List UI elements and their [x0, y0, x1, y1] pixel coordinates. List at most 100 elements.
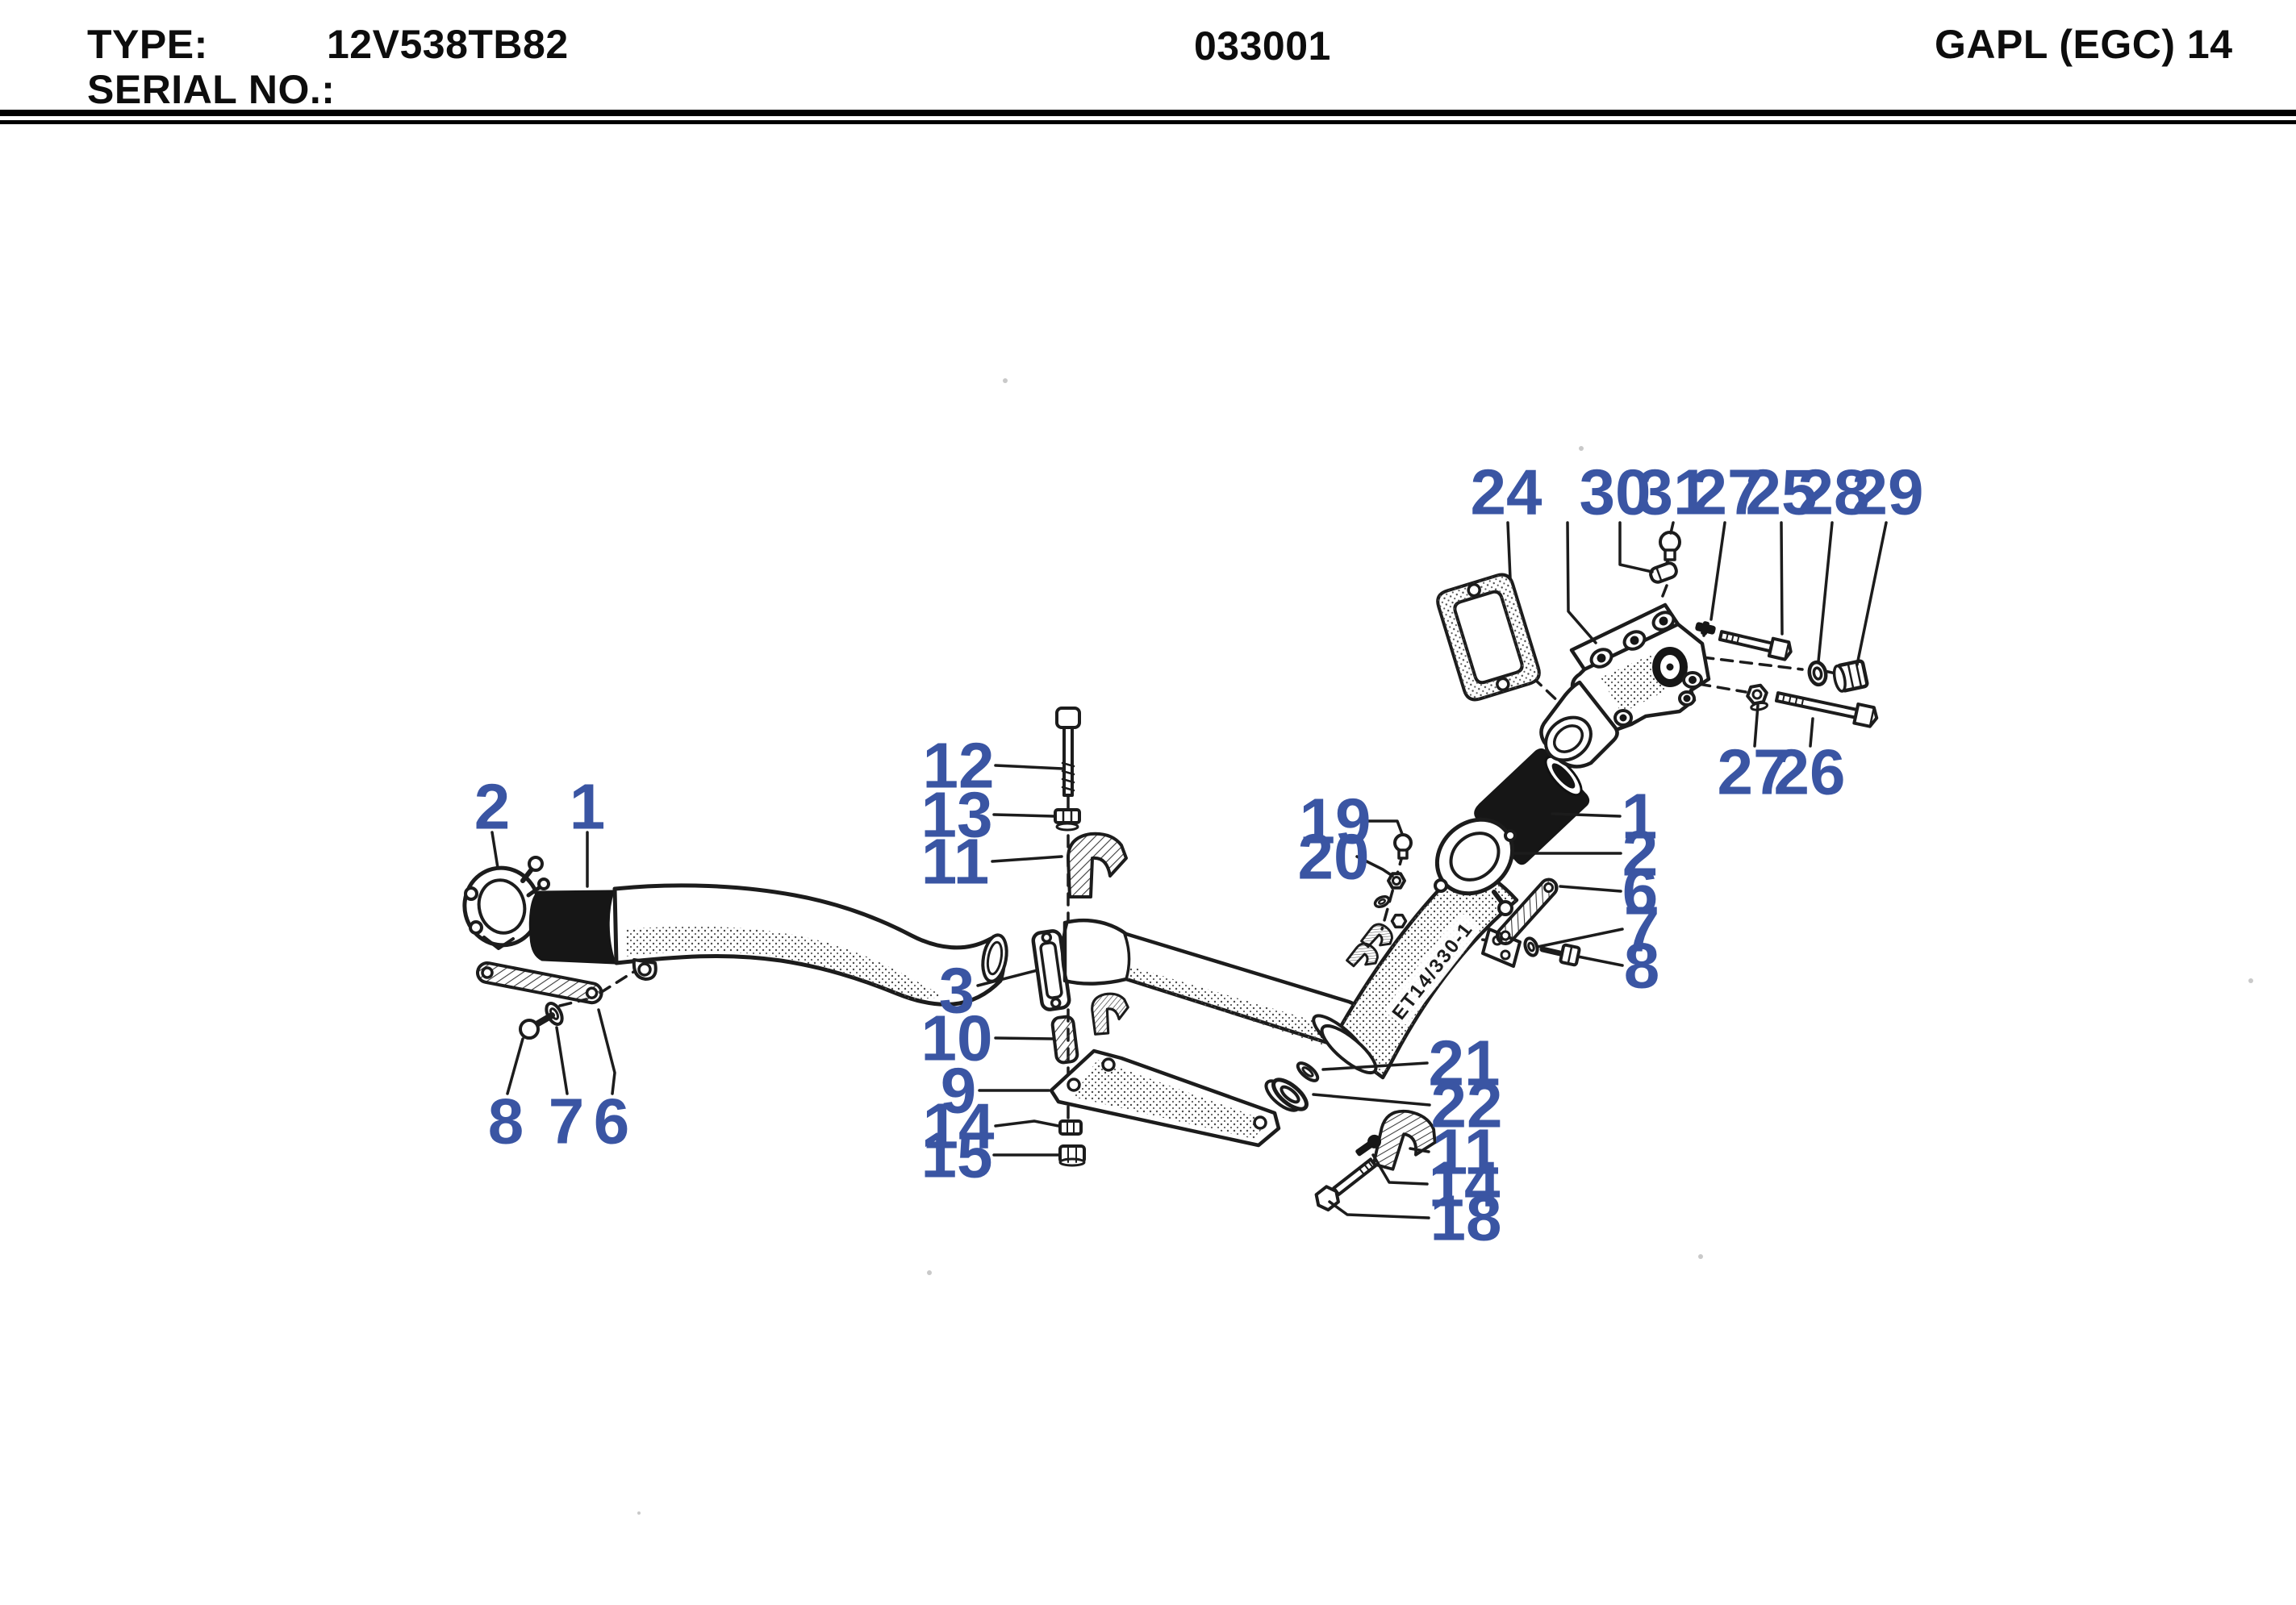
- callout-leader-3: [976, 969, 1039, 987]
- callout-label-9: 9: [941, 1055, 977, 1127]
- clamp-saddle-11-upper: [1067, 832, 1128, 898]
- callout-label-11: 11: [1432, 1116, 1501, 1188]
- callout-leader-21: [1321, 1061, 1429, 1071]
- callout-label-8: 8: [488, 1086, 524, 1157]
- callout-label-8: 8: [1624, 930, 1660, 1002]
- callout-label-1: 1: [570, 771, 606, 843]
- callout-label-10: 10: [921, 1003, 993, 1074]
- section-code: GAPL (EGC) 14: [1935, 22, 2233, 67]
- washer-28: [1807, 660, 1828, 687]
- serial-label: SERIAL NO.:: [87, 67, 336, 112]
- callout-label-30: 30: [1580, 456, 1651, 528]
- clamp-10: [1050, 1015, 1079, 1065]
- callout-leader-1: [1551, 812, 1622, 818]
- callout-label-25: 25: [1746, 456, 1818, 528]
- callout-leader-27: [1753, 703, 1760, 748]
- plug-31: [1659, 531, 1681, 561]
- nut-15: [1058, 1144, 1086, 1167]
- callout-leader-27: [1709, 521, 1726, 621]
- callout-leader-19: [1357, 819, 1404, 836]
- callout-leader-10: [994, 1036, 1054, 1040]
- callout-leader-6: [597, 1008, 616, 1095]
- v-clamp-right: [1434, 817, 1517, 916]
- bolt-8-right: [1539, 943, 1581, 967]
- sealing-ring-22: [1264, 1078, 1309, 1112]
- callout-label-11: 11: [921, 826, 990, 898]
- callout-label-27: 27: [1718, 736, 1789, 808]
- page-code: 033001: [1194, 23, 1331, 69]
- callout-label-22: 22: [1431, 1069, 1503, 1141]
- callout-leader-11: [1409, 1147, 1430, 1153]
- brace-strap-left: [476, 961, 603, 1005]
- callout-label-6: 6: [594, 1086, 630, 1157]
- callout-label-19: 19: [1300, 786, 1371, 857]
- callout-leader-6: [1559, 885, 1622, 893]
- hex-plug-29: [1832, 659, 1869, 693]
- bracket-9: [1049, 1048, 1281, 1148]
- callout-leader-14: [994, 1119, 1060, 1128]
- callout-leader-8: [506, 1037, 524, 1095]
- callout-leader-13: [992, 813, 1055, 818]
- brace-strap-right: [1496, 878, 1559, 945]
- callout-leader-18: [1328, 1200, 1430, 1219]
- leader-line-casting: [1566, 521, 1597, 644]
- washer-20-below: [1373, 894, 1391, 909]
- clamp-tbolt-icon: [528, 856, 544, 872]
- bush-30: [1649, 561, 1678, 584]
- v-clamp-left: [462, 856, 550, 950]
- elbow-casting: [1539, 521, 1711, 769]
- nut-small-2: [1390, 913, 1408, 929]
- gasket-24: [1436, 573, 1541, 702]
- callout-label-3: 3: [939, 955, 975, 1027]
- type-label: TYPE:: [87, 22, 208, 67]
- callout-label-6: 6: [1622, 856, 1659, 928]
- callout-label-31: 31: [1638, 456, 1709, 528]
- nut-13: [1054, 808, 1081, 832]
- callout-label-7: 7: [549, 1086, 585, 1157]
- callout-label-2: 2: [474, 771, 511, 843]
- downpipe-section: ET14/330-1: [1312, 861, 1519, 1080]
- callout-leader-14: [1371, 1153, 1429, 1186]
- washer-21: [1296, 1061, 1320, 1082]
- nut-27-bottom: [1746, 683, 1768, 711]
- clamp-saddle-10-upper: [1089, 990, 1132, 1036]
- callout-label-28: 28: [1798, 456, 1870, 528]
- callout-label-15: 15: [921, 1119, 993, 1191]
- callout-label-29: 29: [1852, 456, 1924, 528]
- callout-label-26: 26: [1774, 736, 1846, 808]
- callout-label-2: 2: [1622, 818, 1659, 890]
- callout-leader-8: [1576, 955, 1624, 967]
- stud-27-top: [1695, 621, 1716, 636]
- callout-leader-28: [1817, 521, 1834, 663]
- hose-sleeve-left: [528, 890, 616, 965]
- callout-leader-25: [1780, 521, 1784, 636]
- callout-label-1: 1: [1622, 781, 1658, 853]
- flange-3: [1031, 929, 1071, 1011]
- bolt-25: [1718, 630, 1793, 661]
- nut-14-left: [1058, 1119, 1083, 1136]
- bolt-12: [1055, 707, 1081, 797]
- scan-specks: [637, 378, 2253, 1515]
- bolt-8-left: [519, 1012, 555, 1040]
- callout-label-21: 21: [1429, 1028, 1501, 1099]
- callout-leader-29: [1856, 521, 1888, 666]
- callout-label-14: 14: [923, 1090, 995, 1162]
- callout-label-12: 12: [923, 730, 995, 802]
- callout-label-20: 20: [1298, 821, 1370, 893]
- callout-label-7: 7: [1624, 894, 1660, 965]
- stud-14-lower: [1355, 1134, 1382, 1157]
- washer-7-right: [1523, 936, 1539, 957]
- type-value: 12V538TB82: [327, 22, 569, 67]
- callout-leader-7: [1536, 928, 1624, 948]
- bolt-18: [1314, 1157, 1378, 1212]
- callout-leader-2: [491, 831, 499, 869]
- callout-label-24: 24: [1471, 456, 1542, 528]
- callout-label-18: 18: [1430, 1182, 1502, 1254]
- callout-label-27: 27: [1692, 456, 1764, 528]
- exhaust-pipe-left: [612, 883, 1008, 1007]
- bolt-26: [1774, 691, 1879, 728]
- callout-leader-12: [994, 764, 1064, 770]
